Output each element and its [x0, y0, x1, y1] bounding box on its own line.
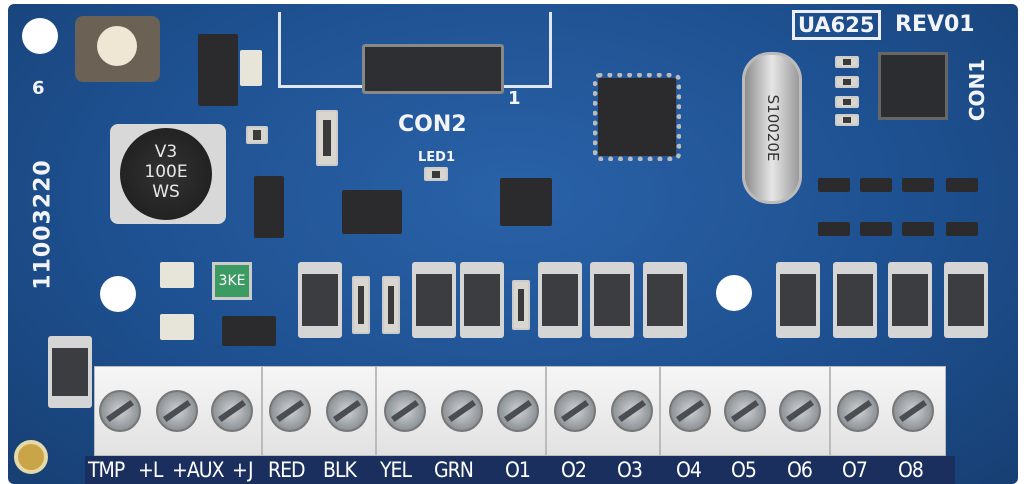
terminal-screw-o5[interactable]	[724, 390, 766, 432]
electrolytic-capacitor: V3 100E WS	[110, 124, 226, 224]
pin-marker-9: 9	[32, 76, 45, 97]
diode	[48, 336, 92, 408]
terminal-screw-yel[interactable]	[384, 390, 426, 432]
label-tmp: TMP	[88, 458, 125, 482]
crystal-oscillator: S10020E	[742, 52, 802, 204]
label-j: J	[248, 458, 253, 482]
fuse-marking: 3KE	[218, 273, 246, 289]
terminal-screw-l[interactable]	[156, 390, 198, 432]
diode	[412, 262, 456, 338]
microcontroller	[593, 73, 681, 161]
terminal-screw-o3[interactable]	[611, 390, 653, 432]
label-o2: O2	[561, 458, 587, 482]
capacitor-marking-3: WS	[152, 182, 180, 202]
terminal-screw-o1[interactable]	[497, 390, 539, 432]
diode	[298, 262, 342, 338]
con1-header	[878, 52, 948, 120]
ic-chip	[342, 190, 402, 234]
terminal-screw-blk[interactable]	[326, 390, 368, 432]
label-o6: O6	[787, 458, 813, 482]
label-red: RED	[268, 458, 306, 482]
con2-label: CON2	[398, 112, 467, 137]
mounting-hole	[716, 275, 752, 311]
diode	[538, 262, 582, 338]
led1-label: LED1	[418, 150, 456, 165]
terminal-screw-aux[interactable]	[211, 390, 253, 432]
terminal-screw-tmp[interactable]	[99, 390, 141, 432]
led-1	[424, 167, 448, 181]
diode	[776, 262, 820, 338]
terminal-label-bar	[85, 456, 955, 484]
label-blk: BLK	[323, 458, 357, 482]
label-l: +L	[138, 458, 163, 482]
diode	[833, 262, 877, 338]
label-o7: O7	[842, 458, 868, 482]
diode	[888, 262, 932, 338]
diode	[643, 262, 687, 338]
label-o4: O4	[676, 458, 702, 482]
diode-small	[254, 176, 284, 238]
model-label: UA625	[792, 10, 881, 40]
label-o1: O1	[505, 458, 531, 482]
label-o8: O8	[898, 458, 924, 482]
ground-pad	[14, 440, 48, 474]
con2-slide-switch	[362, 44, 504, 94]
label-o5: O5	[731, 458, 757, 482]
diode	[590, 262, 634, 338]
ic-chip	[500, 178, 552, 226]
terminal-screw-o8[interactable]	[892, 390, 934, 432]
terminal-screw-o2[interactable]	[554, 390, 596, 432]
label-plus: +	[232, 458, 248, 482]
terminal-screw-red[interactable]	[269, 390, 311, 432]
pin-marker-1: 1	[508, 88, 521, 109]
con1-label: CON1	[965, 58, 990, 122]
fuse: 3KE	[212, 262, 252, 300]
capacitor-marking-1: V3	[154, 142, 178, 162]
label-aux: +AUX	[172, 458, 225, 482]
terminal-screw-o4[interactable]	[669, 390, 711, 432]
label-o3: O3	[617, 458, 643, 482]
serial-number: 11003220	[30, 159, 56, 290]
mounting-hole	[22, 18, 58, 54]
label-grn: GRN	[434, 458, 474, 482]
diode	[944, 262, 988, 338]
voltage-regulator	[198, 34, 238, 106]
mounting-hole	[100, 276, 136, 312]
terminal-screw-o7[interactable]	[837, 390, 879, 432]
tamper-switch	[75, 16, 160, 82]
crystal-marking: S10020E	[764, 94, 782, 162]
revision-label: REV01	[895, 12, 975, 37]
capacitor-marking-2: 100E	[144, 162, 188, 182]
terminal-screw-o6[interactable]	[779, 390, 821, 432]
diode	[460, 262, 504, 338]
terminal-screw-grn[interactable]	[441, 390, 483, 432]
label-yel: YEL	[380, 458, 412, 482]
